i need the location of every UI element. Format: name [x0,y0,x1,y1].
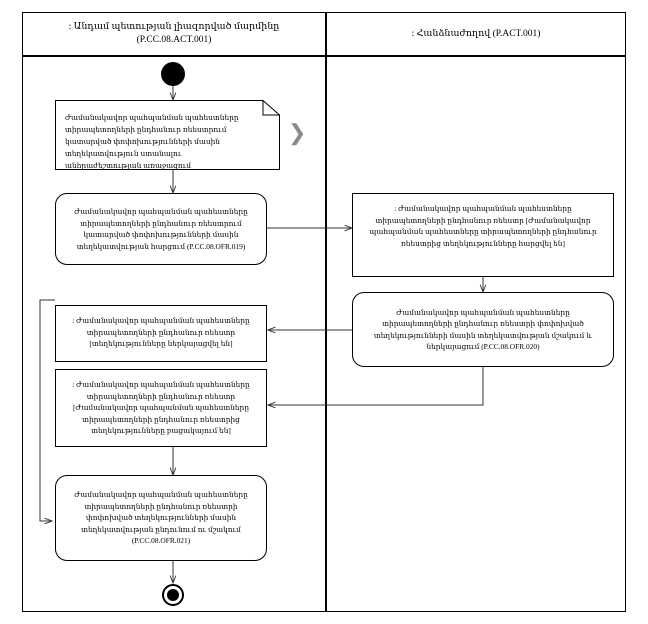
lane-right-title: : Հանձնաժողով (P.ACT.001) [411,28,541,39]
note-information-need: Ժամանակավոր պահպանման պահեստները տիրապետ… [55,100,280,170]
object-registry-info-requested[interactable]: : Ժամանակավոր պահպանման պահեստները տիրապ… [352,193,614,277]
object-info-submitted[interactable]: : Ժամանակավոր պահպանման պահեստները տիրապ… [55,305,267,362]
note-shape [55,100,280,170]
lane-header-left: : Անդամ պետության լիազորված մարմինը (P.C… [22,12,326,56]
action-020-label: Ժամանակավոր պահպանման պահեստները տիրապետ… [373,307,593,352]
lane-header-right: : Հանձնաժողով (P.ACT.001) [326,12,626,56]
lane-left-code: (P.CC.08.ACT.001) [136,35,212,45]
object-absent-label: : Ժամանակավոր պահպանման պահեստները տիրապ… [72,380,250,435]
note-anchor-chevron-icon: ❯ [288,120,307,145]
note-text: Ժամանակավոր պահպանման պահեստները տիրապետ… [65,113,239,170]
object-info-absent[interactable]: : Ժամանակավոր պահպանման պահեստները տիրապ… [55,369,267,447]
action-request-registry-changes[interactable]: Ժամանակավոր պահպանման պահեստները տիրապետ… [55,193,267,265]
object-requested-label: : Ժամանակավոր պահպանման պահեստները տիրապ… [369,204,597,248]
lane-body-right [326,56,626,612]
final-node [162,584,184,606]
lane-body-left [22,56,326,612]
action-process-and-submit-info[interactable]: Ժամանակավոր պահպանման պահեստները տիրապետ… [352,292,614,367]
action-019-label: Ժամանակավոր պահպանման պահեստները տիրապետ… [74,207,248,251]
lane-left-title: : Անդամ պետության լիազորված մարմինը [68,22,280,32]
action-receive-and-process-info[interactable]: Ժամանակավոր պահպանման պահեստները տիրապետ… [55,475,267,561]
object-submitted-label: : Ժամանակավոր պահպանման պահեստները տիրապ… [72,316,250,348]
initial-node [161,62,185,86]
action-021-label: Ժամանակավոր պահպանման պահեստները տիրապետ… [74,490,248,546]
